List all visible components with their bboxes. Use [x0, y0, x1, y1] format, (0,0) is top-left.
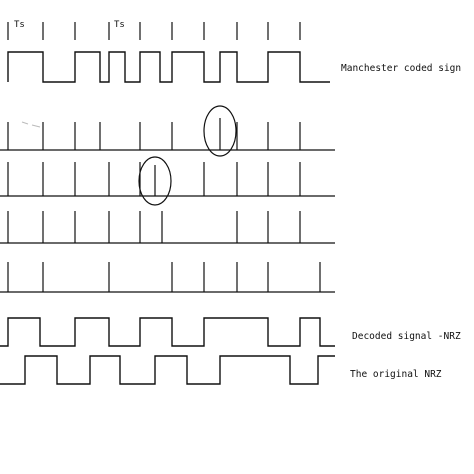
decoded-nrz-label: Decoded signal -NRZ [352, 331, 461, 342]
manchester-signal-trace [7, 51, 330, 83]
faint-marks [21, 121, 41, 128]
period-ticks [7, 22, 301, 40]
highlight-ellipse-1 [203, 105, 237, 157]
highlight-ellipse-2 [138, 156, 172, 206]
ts-label-1: Ts [14, 20, 25, 30]
decoded-nrz-trace [0, 317, 335, 347]
pulse-row-4 [0, 262, 335, 293]
pulse-row-3 [0, 211, 335, 244]
manchester-signal-label: Manchester coded sign [341, 63, 461, 74]
pulse-row-1 [0, 118, 335, 151]
ts-label-2: Ts [114, 20, 125, 30]
original-nrz-trace [0, 355, 335, 385]
original-nrz-label: The original NRZ [350, 369, 442, 380]
